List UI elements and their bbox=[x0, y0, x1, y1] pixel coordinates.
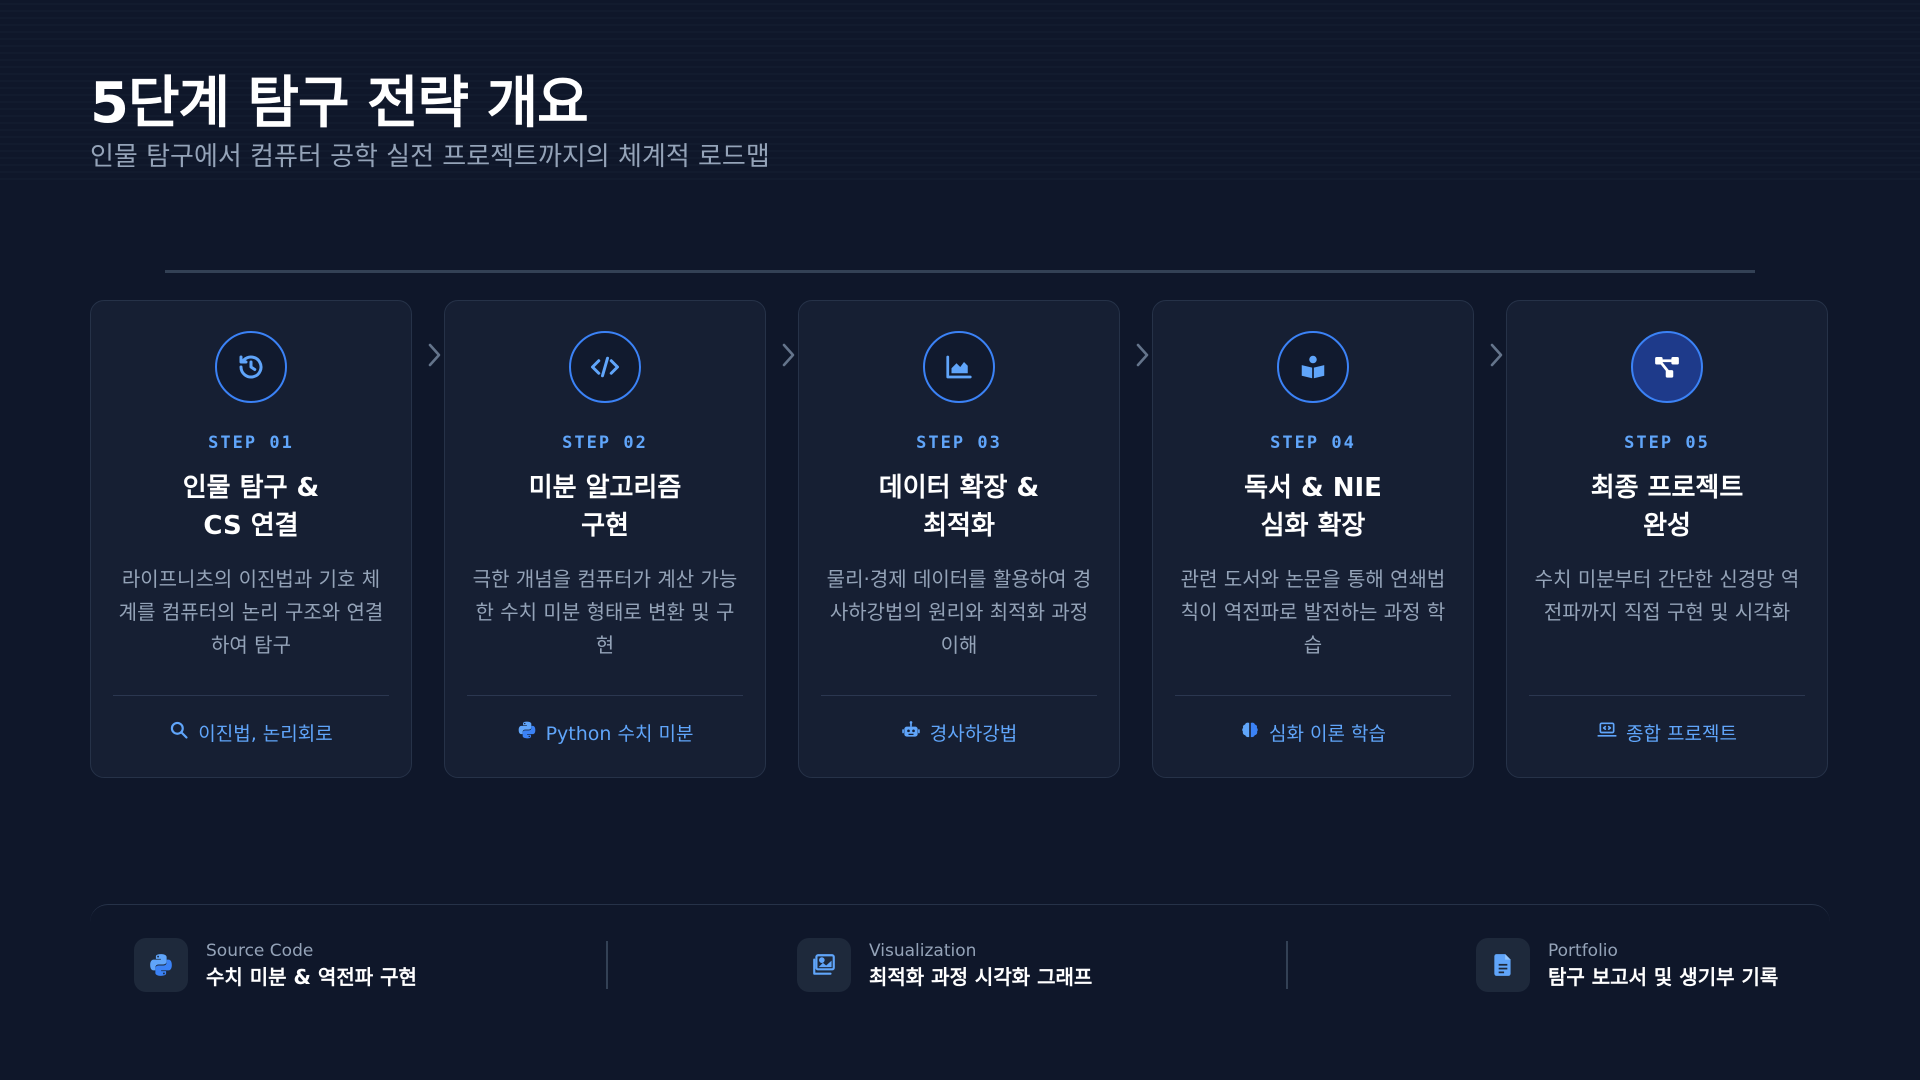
document-icon bbox=[1476, 938, 1530, 992]
step-card-2: STEP 02 미분 알고리즘 구현 극한 개념을 컴퓨터가 계산 가능한 수치… bbox=[444, 300, 766, 778]
network-icon bbox=[1631, 331, 1703, 403]
step-description: 수치 미분부터 간단한 신경망 역전파까지 직접 구현 및 시각화 bbox=[1534, 567, 1800, 624]
code-icon bbox=[569, 331, 641, 403]
laptop-code-icon bbox=[1597, 720, 1617, 745]
timeline-line bbox=[165, 270, 1755, 273]
image-icon bbox=[797, 938, 851, 992]
step-description: 관련 도서와 논문을 통해 연쇄법칙이 역전파로 발전하는 과정 학습 bbox=[1180, 567, 1446, 657]
search-icon bbox=[169, 720, 189, 745]
output-label: Visualization bbox=[869, 941, 977, 961]
output-source-code: Source Code 수치 미분 & 역전파 구현 bbox=[134, 935, 417, 995]
page-title: 5단계 탐구 전략 개요 bbox=[90, 71, 589, 136]
step-title: 독서 & NIE 심화 확장 bbox=[1244, 473, 1382, 541]
step-card-3: STEP 03 데이터 확장 & 최적화 물리·경제 데이터를 활용하여 경사하… bbox=[798, 300, 1120, 778]
history-icon bbox=[215, 331, 287, 403]
output-label: Portfolio bbox=[1548, 941, 1618, 961]
step-number: STEP 02 bbox=[562, 433, 648, 453]
book-reader-icon bbox=[1277, 331, 1349, 403]
card-divider bbox=[1529, 695, 1805, 696]
page-subtitle: 인물 탐구에서 컴퓨터 공학 실전 프로젝트까지의 체계적 로드맵 bbox=[90, 142, 770, 172]
chevron-right-icon bbox=[422, 340, 446, 370]
step-description: 극한 개념을 컴퓨터가 계산 가능한 수치 미분 형태로 변환 및 구현 bbox=[472, 567, 738, 657]
step-description: 물리·경제 데이터를 활용하여 경사하강법의 원리와 최적화 과정 이해 bbox=[826, 567, 1092, 657]
separator bbox=[1286, 941, 1288, 989]
step-title: 인물 탐구 & CS 연결 bbox=[182, 473, 320, 541]
step-number: STEP 01 bbox=[208, 433, 294, 453]
output-label: Source Code bbox=[206, 941, 314, 961]
step-tag-label: 경사하강법 bbox=[929, 723, 1018, 745]
card-divider bbox=[467, 695, 743, 696]
step-tag: 종합 프로젝트 bbox=[1507, 719, 1827, 746]
output-value: 최적화 과정 시각화 그래프 bbox=[869, 965, 1093, 989]
step-tag-label: 심화 이론 학습 bbox=[1269, 723, 1386, 745]
robot-icon bbox=[901, 720, 921, 745]
python-icon bbox=[134, 938, 188, 992]
step-tag: Python 수치 미분 bbox=[445, 719, 765, 746]
outputs-bar: Source Code 수치 미분 & 역전파 구현 Visualization… bbox=[90, 904, 1830, 1024]
card-divider bbox=[113, 695, 389, 696]
step-card-4: STEP 04 독서 & NIE 심화 확장 관련 도서와 논문을 통해 연쇄법… bbox=[1152, 300, 1474, 778]
brain-icon bbox=[1240, 720, 1260, 745]
step-title: 데이터 확장 & 최적화 bbox=[878, 473, 1040, 541]
output-value: 탐구 보고서 및 생기부 기록 bbox=[1548, 965, 1779, 989]
step-card-5: STEP 05 최종 프로젝트 완성 수치 미분부터 간단한 신경망 역전파까지… bbox=[1506, 300, 1828, 778]
step-number: STEP 03 bbox=[916, 433, 1002, 453]
chevron-right-icon bbox=[1130, 340, 1154, 370]
card-divider bbox=[1175, 695, 1451, 696]
step-tag: 심화 이론 학습 bbox=[1153, 719, 1473, 746]
output-portfolio: Portfolio 탐구 보고서 및 생기부 기록 bbox=[1476, 935, 1778, 995]
step-tag-label: 이진법, 논리회로 bbox=[198, 723, 333, 745]
area-chart-icon bbox=[923, 331, 995, 403]
output-value: 수치 미분 & 역전파 구현 bbox=[206, 965, 417, 989]
step-number: STEP 04 bbox=[1270, 433, 1356, 453]
step-description: 라이프니츠의 이진법과 기호 체계를 컴퓨터의 논리 구조와 연결하여 탐구 bbox=[118, 567, 384, 657]
chevron-right-icon bbox=[776, 340, 800, 370]
step-tag-label: Python 수치 미분 bbox=[545, 723, 694, 745]
separator bbox=[606, 941, 608, 989]
step-tag: 이진법, 논리회로 bbox=[91, 719, 411, 746]
step-card-1: STEP 01 인물 탐구 & CS 연결 라이프니츠의 이진법과 기호 체계를… bbox=[90, 300, 412, 778]
step-title: 최종 프로젝트 완성 bbox=[1590, 473, 1744, 541]
step-title: 미분 알고리즘 구현 bbox=[528, 473, 682, 541]
step-number: STEP 05 bbox=[1624, 433, 1710, 453]
python-icon bbox=[517, 720, 537, 745]
card-divider bbox=[821, 695, 1097, 696]
chevron-right-icon bbox=[1484, 340, 1508, 370]
step-tag-label: 종합 프로젝트 bbox=[1626, 723, 1737, 745]
output-visualization: Visualization 최적화 과정 시각화 그래프 bbox=[797, 935, 1092, 995]
step-tag: 경사하강법 bbox=[799, 719, 1119, 746]
step-cards: STEP 01 인물 탐구 & CS 연결 라이프니츠의 이진법과 기호 체계를… bbox=[90, 300, 1830, 780]
